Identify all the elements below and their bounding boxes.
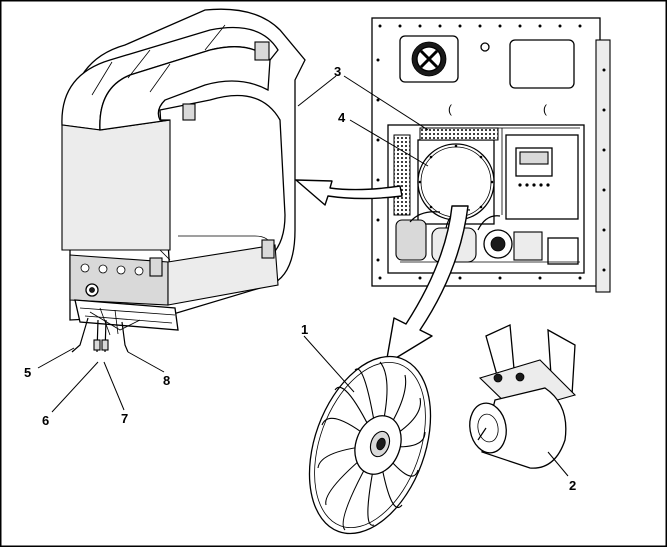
refrigeration-unit: ( ( [371,17,611,293]
callout-7: 7 [121,411,128,426]
callout-4: 4 [338,110,346,125]
svg-text:(: ( [448,102,452,116]
callout-8: 8 [163,373,170,388]
removal-arrow-fan [385,205,469,365]
evaporator-housing [61,8,306,331]
callout-1: 1 [301,322,308,337]
callout-leader-lines [37,75,569,477]
removal-arrow-housing [295,179,403,206]
callout-2: 2 [569,478,576,493]
evaporator-fan [308,355,432,535]
callout-6: 6 [42,413,49,428]
callout-5: 5 [24,365,31,380]
fan-motor [469,324,577,469]
callout-3: 3 [334,64,341,79]
svg-text:(: ( [543,102,547,116]
refrigerant-tubes [71,307,141,353]
